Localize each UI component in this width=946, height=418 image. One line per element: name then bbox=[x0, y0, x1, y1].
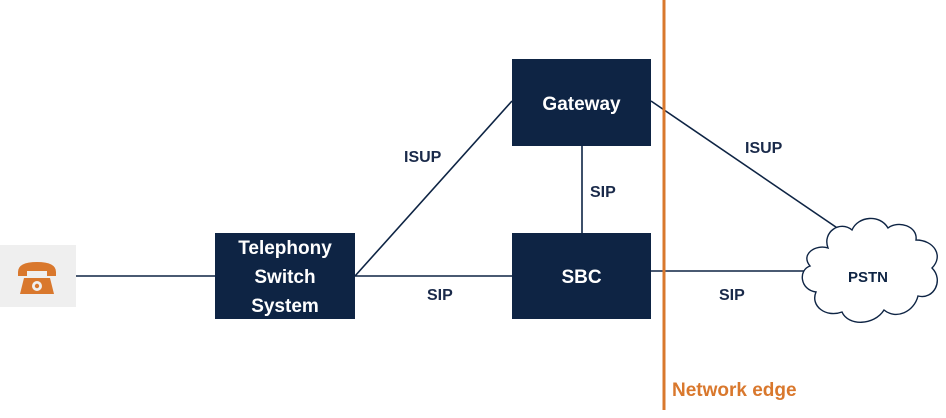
switch-label-line-3: System bbox=[251, 296, 319, 317]
switch-label-line-1: Telephony bbox=[238, 238, 332, 259]
line-gateway-pstn bbox=[650, 100, 853, 239]
edge-label-sbc-pstn: SIP bbox=[719, 287, 745, 304]
gateway-label: Gateway bbox=[542, 94, 621, 115]
cloud-icon bbox=[801, 217, 938, 323]
edge-label-switch-gateway: ISUP bbox=[404, 149, 442, 166]
pstn-label: PSTN bbox=[848, 269, 888, 286]
telephony-switch-system-node: Telephony Switch System bbox=[215, 233, 355, 319]
network-edge-label: Network edge bbox=[672, 380, 797, 401]
switch-label-line-2: Switch bbox=[254, 267, 315, 288]
edge-label-gateway-sbc: SIP bbox=[590, 184, 616, 201]
sbc-label: SBC bbox=[561, 267, 601, 288]
sbc-node: SBC bbox=[512, 233, 651, 319]
telephone-icon bbox=[0, 245, 76, 307]
edge-label-gateway-pstn: ISUP bbox=[745, 140, 783, 157]
edge-label-switch-sbc: SIP bbox=[427, 287, 453, 304]
line-switch-gateway bbox=[354, 100, 513, 277]
pstn-cloud-node: PSTN bbox=[801, 217, 938, 323]
gateway-node: Gateway bbox=[512, 59, 651, 146]
